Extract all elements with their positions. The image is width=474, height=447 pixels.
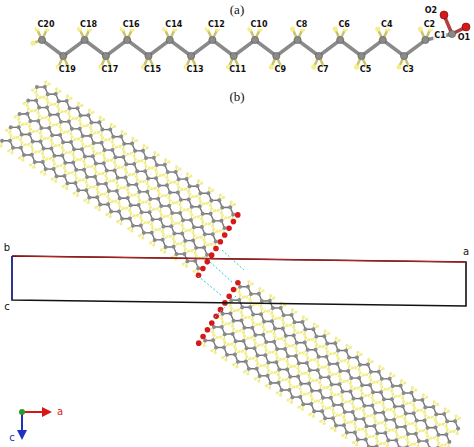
axis-label: b: [4, 243, 10, 253]
atom-label: C13: [186, 66, 205, 74]
atom-label: C16: [122, 21, 141, 29]
axis-label: a: [463, 247, 469, 257]
panel-label: (b): [227, 90, 246, 103]
atom-label: C2: [423, 21, 436, 29]
atom-label: C11: [228, 66, 247, 74]
axis-triad: [19, 409, 50, 438]
atom-label: C17: [100, 66, 119, 74]
atom-label: C19: [58, 66, 77, 74]
atom-label: C6: [337, 21, 350, 29]
atom-label: C4: [380, 21, 393, 29]
atom-label: O2: [424, 7, 438, 15]
atom-label: C3: [401, 66, 414, 74]
molecule: [30, 11, 470, 70]
atom-label: C14: [164, 21, 183, 29]
atom-label: C1: [433, 32, 446, 40]
atom-label: C10: [249, 21, 268, 29]
atom-label: C9: [274, 66, 287, 74]
crystal-packing: [0, 80, 461, 447]
unit-cell: [12, 256, 466, 306]
atom-label: C5: [359, 66, 372, 74]
atom-label: C15: [143, 66, 162, 74]
atom-label: C12: [207, 21, 226, 29]
axis-label: c: [9, 433, 15, 443]
atom-label: C7: [316, 66, 329, 74]
panel-label: (a): [228, 3, 246, 16]
axis-label: c: [4, 302, 10, 312]
atom-label: C20: [36, 21, 55, 29]
atom-label: O1: [457, 34, 471, 42]
axis-label: a: [57, 407, 63, 417]
atom-label: C8: [295, 21, 308, 29]
atom-label: C18: [79, 21, 98, 29]
